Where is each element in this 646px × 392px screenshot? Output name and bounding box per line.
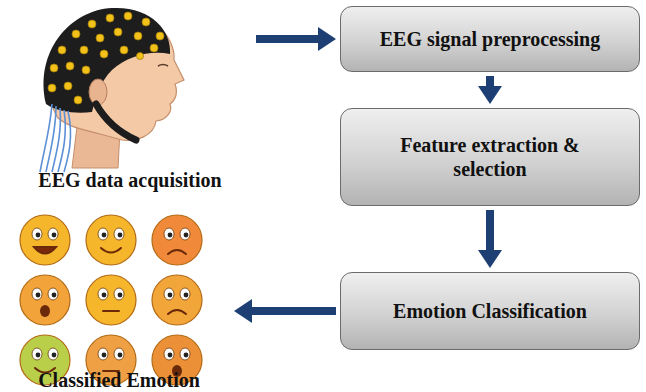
eye bbox=[48, 348, 58, 360]
flow-arrow bbox=[256, 27, 336, 51]
face-disc bbox=[86, 215, 136, 265]
mouth bbox=[34, 247, 56, 254]
emoji-face bbox=[20, 275, 70, 325]
eye bbox=[180, 228, 190, 240]
arrow-shaft bbox=[486, 210, 494, 252]
eye bbox=[98, 348, 108, 360]
mouth bbox=[168, 250, 186, 254]
eye bbox=[180, 348, 190, 360]
box-label: EEG signal preprocessing bbox=[380, 27, 600, 51]
pupil bbox=[168, 293, 173, 298]
pupil bbox=[102, 353, 107, 358]
pupil bbox=[168, 233, 173, 238]
pupil bbox=[118, 293, 123, 298]
eye bbox=[158, 65, 168, 67]
arrow-shaft bbox=[250, 307, 336, 315]
face-disc bbox=[152, 275, 202, 325]
face-disc bbox=[20, 215, 70, 265]
box-label: Feature extraction & selection bbox=[373, 133, 608, 181]
pupil bbox=[36, 293, 41, 298]
eye bbox=[164, 228, 174, 240]
figure-caption: Classified Emotion bbox=[38, 368, 200, 392]
mouth bbox=[168, 310, 186, 314]
electrode-wires bbox=[40, 104, 71, 172]
face-disc bbox=[20, 275, 70, 325]
figure-caption: EEG data acquisition bbox=[38, 168, 221, 192]
eye bbox=[32, 228, 42, 240]
emoji-face bbox=[152, 275, 202, 325]
eye bbox=[48, 228, 58, 240]
face-disc bbox=[86, 275, 136, 325]
pupil bbox=[184, 293, 189, 298]
pupil bbox=[52, 353, 57, 358]
chin-strap bbox=[96, 104, 136, 140]
eye bbox=[180, 288, 190, 300]
eye bbox=[164, 288, 174, 300]
pupil bbox=[52, 293, 57, 298]
eye bbox=[114, 228, 124, 240]
ear bbox=[89, 79, 107, 105]
pupil bbox=[36, 233, 41, 238]
eye bbox=[98, 288, 108, 300]
pupil bbox=[102, 293, 107, 298]
eeg-cap bbox=[44, 8, 170, 113]
eye bbox=[98, 228, 108, 240]
eye bbox=[114, 348, 124, 360]
flow-arrow bbox=[478, 210, 502, 268]
pupil bbox=[168, 353, 173, 358]
arrow-head bbox=[318, 27, 336, 51]
pupil bbox=[52, 233, 57, 238]
face-disc bbox=[152, 215, 202, 265]
arrow-shaft bbox=[256, 35, 320, 43]
electrodes bbox=[48, 12, 164, 104]
pupil bbox=[184, 233, 189, 238]
mouth bbox=[101, 248, 121, 253]
pupil bbox=[102, 233, 107, 238]
mouth bbox=[103, 310, 119, 312]
emoji-face bbox=[86, 275, 136, 325]
emoji-face bbox=[152, 215, 202, 265]
box-label: Emotion Classification bbox=[393, 299, 587, 323]
eye bbox=[32, 348, 42, 360]
emoji-face bbox=[86, 215, 136, 265]
flow-arrow bbox=[234, 299, 336, 323]
pupil bbox=[184, 353, 189, 358]
arrow-head bbox=[234, 299, 252, 323]
process-box: EEG signal preprocessing bbox=[340, 6, 640, 72]
pupil bbox=[118, 233, 123, 238]
eye bbox=[114, 288, 124, 300]
output-figure: Classified Emotion bbox=[8, 208, 230, 392]
eye bbox=[164, 348, 174, 360]
arrow-head bbox=[478, 250, 502, 268]
pupil bbox=[36, 353, 41, 358]
emoji-face bbox=[20, 215, 70, 265]
pupil bbox=[118, 353, 123, 358]
arrow-head bbox=[478, 86, 502, 104]
eye bbox=[32, 288, 42, 300]
acquisition-figure: EEG data acquisition bbox=[8, 0, 252, 192]
process-box: Feature extraction & selection bbox=[340, 108, 640, 206]
process-box: Emotion Classification bbox=[340, 272, 640, 350]
flow-arrow bbox=[478, 76, 502, 104]
mouth bbox=[40, 305, 50, 317]
eye bbox=[48, 288, 58, 300]
